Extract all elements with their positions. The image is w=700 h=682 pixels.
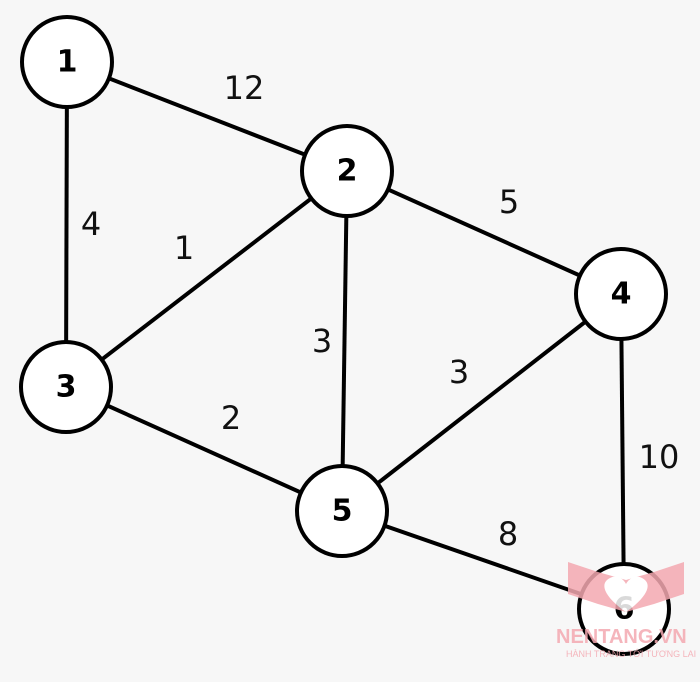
node-2: 2 xyxy=(300,124,394,218)
watermark-tagline: HÀNH TRANG TỚI TƯƠNG LAI xyxy=(566,649,696,659)
edges-layer xyxy=(64,60,626,611)
edge-weights-layer: 12 4 1 5 3 2 3 10 8 xyxy=(81,69,680,553)
node-label-3: 3 xyxy=(56,370,77,405)
node-4: 4 xyxy=(574,247,668,341)
edge-weight-5-6: 8 xyxy=(498,515,518,553)
node-label-5: 5 xyxy=(332,494,353,529)
edge-weight-3-5: 2 xyxy=(221,399,241,437)
node-circle-4 xyxy=(574,247,668,341)
edge-weight-4-5: 3 xyxy=(449,353,469,391)
edge-2-5 xyxy=(340,170,349,512)
edge-weight-4-6: 10 xyxy=(639,438,680,476)
edge-3-5 xyxy=(65,385,343,513)
watermark-brand: NENTANG.VN xyxy=(556,626,687,648)
node-5: 5 xyxy=(295,464,389,558)
node-label-2: 2 xyxy=(337,154,358,189)
node-circle-5 xyxy=(295,464,389,558)
edge-2-3 xyxy=(64,169,349,389)
heart-book-icon xyxy=(568,562,684,612)
edge-weight-1-3: 4 xyxy=(81,205,101,243)
edge-4-5 xyxy=(340,292,623,513)
edge-1-2 xyxy=(66,60,348,173)
watermark: NENTANG.VN HÀNH TRANG TỚI TƯƠNG LAI xyxy=(556,562,696,659)
edge-1-3 xyxy=(64,61,69,388)
edge-weight-2-4: 5 xyxy=(499,183,519,221)
edge-weight-2-3: 1 xyxy=(174,229,194,267)
node-label-4: 4 xyxy=(611,277,632,312)
node-3: 3 xyxy=(19,340,113,434)
edge-4-6 xyxy=(619,293,626,610)
edge-weight-2-5: 3 xyxy=(312,322,332,360)
edge-2-4 xyxy=(346,169,622,296)
node-circle-1 xyxy=(20,15,114,109)
edge-weight-1-2: 12 xyxy=(224,69,265,107)
node-label-1: 1 xyxy=(57,45,78,80)
node-1: 1 xyxy=(20,15,114,109)
node-circle-2 xyxy=(300,124,394,218)
node-circle-3 xyxy=(19,340,113,434)
